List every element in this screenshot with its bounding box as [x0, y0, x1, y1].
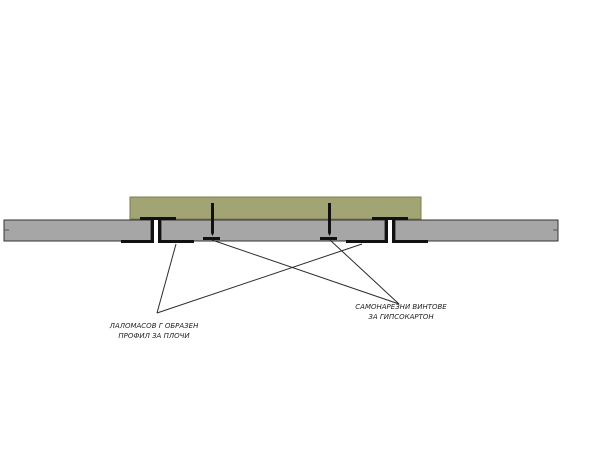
panel-left: [3, 219, 152, 242]
panel-right: [394, 219, 559, 242]
leader-profile-left: [156, 243, 177, 314]
ceiling-panels: [3, 219, 559, 242]
leader-profile-right: [156, 243, 363, 314]
leader-screw-left: [211, 239, 400, 305]
panel-center: [160, 219, 386, 242]
screw-right: [320, 203, 337, 240]
leader-lines: [156, 239, 400, 314]
label-screws-line2: ЗА ГИПСОКАРТОН: [368, 313, 434, 321]
backing-board: [129, 196, 422, 220]
label-profile-line1: ЛАЛОМАСОВ Г ОБРАЗЕН: [109, 322, 199, 330]
label-screws-line1: САМОНАРЕЗНИ ВИНТОВЕ: [355, 303, 447, 311]
profile-left: [121, 217, 194, 243]
label-screws: САМОНАРЕЗНИ ВИНТОВЕ ЗА ГИПСОКАРТОН: [351, 302, 451, 322]
leader-screw-right: [329, 239, 400, 305]
screw-left: [203, 203, 220, 240]
profile-right: [346, 217, 428, 243]
label-profile-line2: ПРОФИЛ ЗА ПЛОЧИ: [118, 332, 190, 340]
label-profile: ЛАЛОМАСОВ Г ОБРАЗЕН ПРОФИЛ ЗА ПЛОЧИ: [104, 321, 204, 341]
